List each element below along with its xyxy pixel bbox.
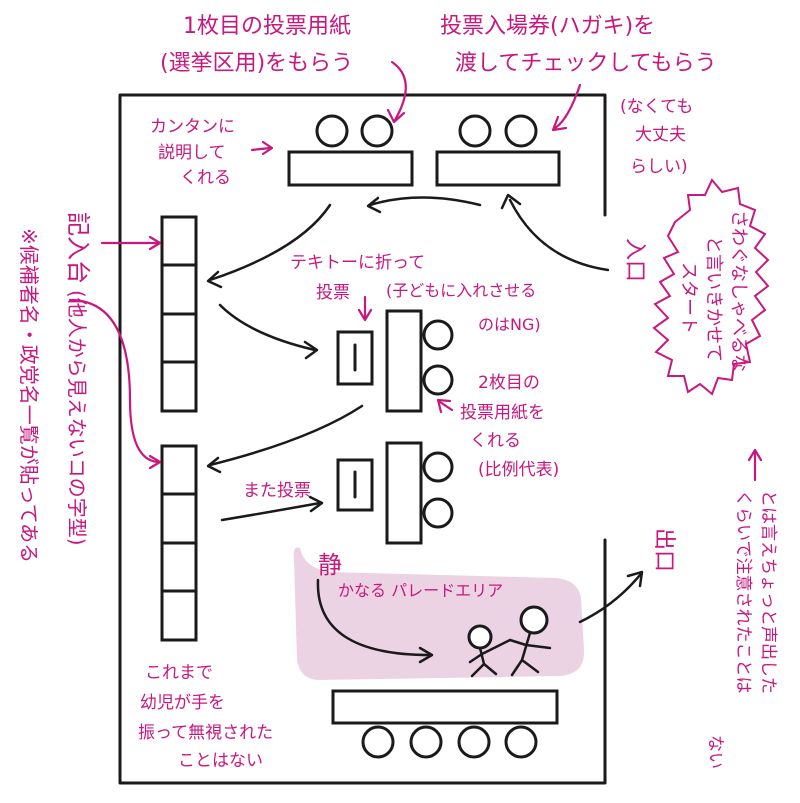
staff-head-icon <box>506 727 536 757</box>
label-parade-rest: かなる パレードエリア <box>338 581 503 600</box>
staff-head-icon <box>459 727 489 757</box>
staff-head-icon <box>424 366 452 394</box>
label-talk-line2: と言いきかせて <box>703 236 724 362</box>
ballot-table <box>289 152 412 185</box>
label-explain-line2: 説明して <box>158 143 226 163</box>
label-ballot2-line2: 投票用紙を <box>460 403 545 423</box>
staff-head-icon <box>424 321 452 349</box>
staff-group-side <box>424 321 452 527</box>
label-explain-line3: くれる <box>180 168 231 188</box>
label-optional-line1: (なくても <box>620 97 693 117</box>
staff-head-icon <box>424 453 452 481</box>
staff-head-icon <box>424 499 452 527</box>
staff-head-icon <box>363 727 393 757</box>
label-never-line1: これまで <box>145 663 213 683</box>
booth-stack-lower <box>162 446 196 640</box>
label-candidates-note: ※候補者名・政党名一覧が貼ってある <box>17 228 41 563</box>
staff-group-bottom <box>363 727 536 757</box>
ballot-box-icon <box>338 332 372 384</box>
label-ticket-line1: 投票入場券(ハガキ)を <box>440 14 655 39</box>
label-never-line3: 振って無視された <box>138 723 273 743</box>
label-optional-line2: 大丈夫 <box>635 125 686 145</box>
label-kids-note-line1: (子どもに入れさせる <box>386 281 536 300</box>
staff-group-top <box>317 116 536 146</box>
label-ballot2-line4: (比例代表) <box>478 460 559 480</box>
label-exit: 出口 <box>651 528 676 572</box>
label-booth-note: (他人から見えないコの字型) <box>65 290 89 546</box>
label-booth: 記入台 <box>64 212 92 284</box>
staff-head-icon <box>411 727 441 757</box>
label-loud-line1: とは言えちょっと声出した <box>758 490 778 694</box>
staff-head-icon <box>317 116 347 146</box>
label-ballot1-line1: 1枚目の投票用紙 <box>183 14 351 39</box>
label-ballot1-line2: (選挙区用)をもらう <box>160 51 353 76</box>
label-optional-line3: らしい) <box>630 157 688 177</box>
staff-head-icon <box>362 116 392 146</box>
label-parade-big: 静 <box>318 551 342 579</box>
label-ballot2-line3: くれる <box>470 431 521 451</box>
label-ticket-line2: 渡してチェックしてもらう <box>455 51 717 76</box>
label-ballot2-line1: 2枚目の <box>478 373 540 393</box>
label-cast-line2: 投票 <box>316 283 350 303</box>
label-loud-line2: くらいで注意されたことは <box>733 490 753 694</box>
observer-table <box>333 691 557 723</box>
label-explain-line1: カンタンに <box>150 117 235 137</box>
ballot2-table-upper <box>387 311 421 411</box>
ballot2-table-lower <box>387 443 421 543</box>
staff-head-icon <box>460 116 490 146</box>
label-loud-line3: ない <box>705 735 725 769</box>
label-talk-line3: スタート <box>678 262 699 334</box>
label-entrance: 入口 <box>622 238 647 282</box>
label-cast-line1: テキトーに折って <box>290 253 425 273</box>
booth-stack-upper <box>162 217 196 411</box>
label-vote-again: また投票 <box>243 481 311 501</box>
label-never-line2: 幼児が手を <box>140 693 225 713</box>
ballot-box-icon <box>338 460 372 510</box>
staff-head-icon <box>506 116 536 146</box>
reception-table <box>437 152 559 185</box>
label-kids-note-line2: のはNG) <box>478 315 541 334</box>
label-never-line4: ことはない <box>178 751 263 771</box>
label-talk-line1: さわぐなしゃべるな <box>728 210 749 372</box>
